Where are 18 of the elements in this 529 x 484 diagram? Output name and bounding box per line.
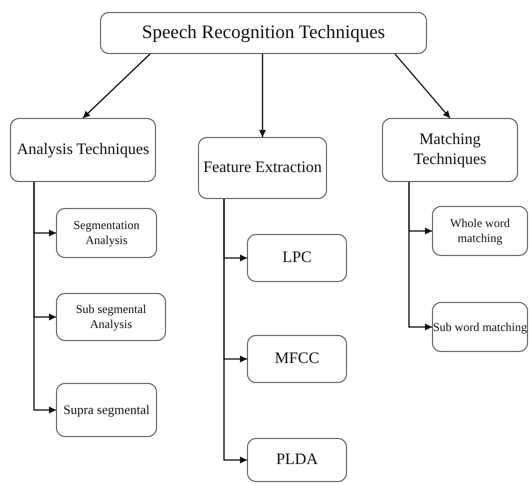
- category-box: Matching Techniques: [382, 118, 518, 182]
- category-box: Feature Extraction: [198, 137, 327, 199]
- arrow: [394, 54, 450, 118]
- technique-box: LPC: [247, 234, 347, 282]
- technique-box: MFCC: [247, 335, 347, 383]
- arrow: [223, 199, 247, 464]
- technique-box: Supra segmental: [56, 383, 157, 437]
- arrow: [82, 54, 150, 118]
- arrow: [259, 54, 266, 137]
- technique-box: Sub segmental Analysis: [56, 293, 166, 341]
- arrow: [33, 182, 56, 414]
- category-box: Analysis Techniques: [10, 118, 156, 182]
- technique-box: Sub word matching: [432, 302, 528, 352]
- technique-box: PLDA: [247, 438, 347, 482]
- title-box: Speech Recognition Techniques: [100, 12, 427, 54]
- technique-box: Segmentation Analysis: [56, 208, 157, 258]
- arrow: [408, 182, 432, 330]
- technique-box: Whole word matching: [432, 206, 528, 256]
